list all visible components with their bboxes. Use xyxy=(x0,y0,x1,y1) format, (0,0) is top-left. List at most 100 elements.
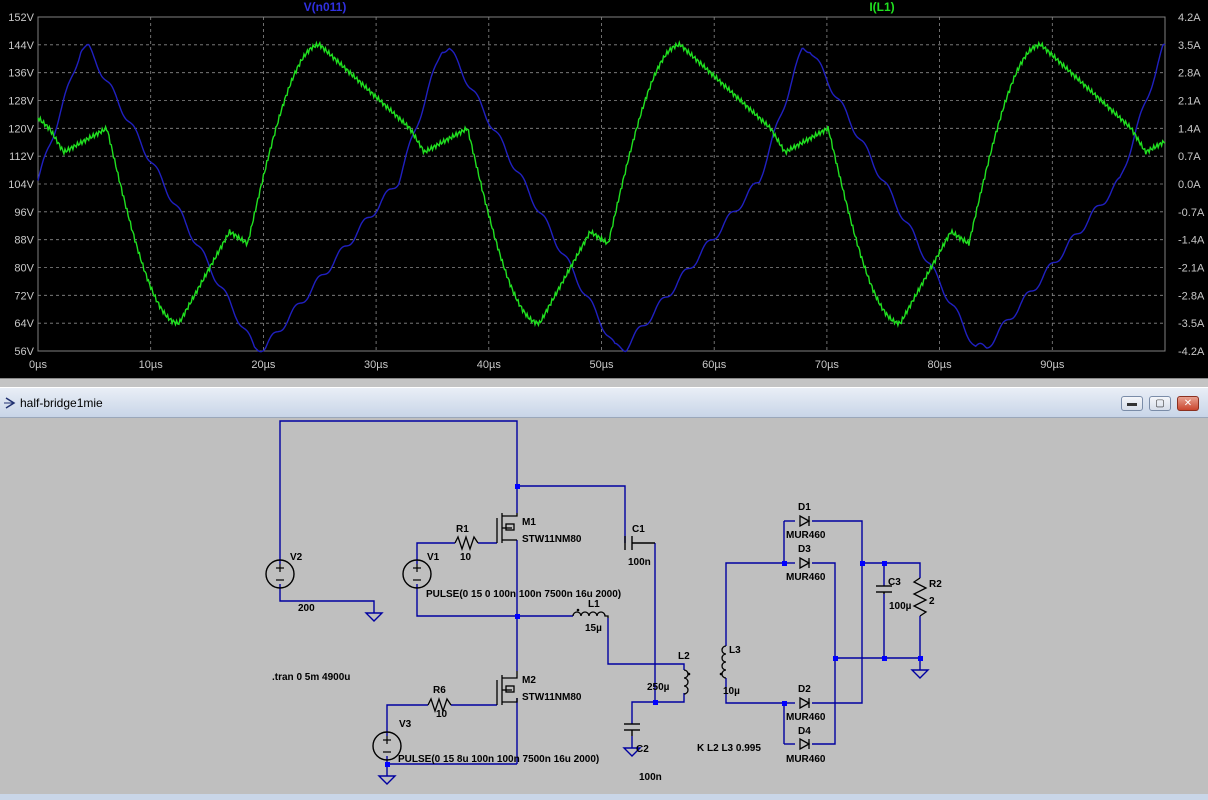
m1-name[interactable]: M1 xyxy=(522,517,536,528)
left-tick-label: 88V xyxy=(14,235,34,247)
coupling-directive[interactable]: K L2 L3 0.995 xyxy=(697,743,761,754)
left-tick-label: 152V xyxy=(8,12,34,24)
right-tick-label: -4.2A xyxy=(1178,346,1205,358)
left-axis-ticks: 152V144V136V128V120V112V104V96V88V80V72V… xyxy=(8,12,34,358)
v1-name[interactable]: V1 xyxy=(427,552,440,563)
x-tick-label: 80µs xyxy=(928,359,953,371)
d4-value[interactable]: MUR460 xyxy=(786,754,826,765)
l3-name[interactable]: L3 xyxy=(729,645,741,656)
v2-value[interactable]: 200 xyxy=(298,603,315,614)
r1-name[interactable]: R1 xyxy=(456,524,469,535)
d1-name[interactable]: D1 xyxy=(798,502,811,513)
right-tick-label: -2.8A xyxy=(1178,290,1205,302)
trace-i-l1 xyxy=(37,39,1166,328)
left-tick-label: 56V xyxy=(14,346,34,358)
legend-v-n011[interactable]: V(n011) xyxy=(304,0,347,14)
m1-value[interactable]: STW11NM80 xyxy=(522,534,582,545)
r6-name[interactable]: R6 xyxy=(433,685,446,696)
d1-value[interactable]: MUR460 xyxy=(786,530,826,541)
ground-symbols xyxy=(364,612,930,785)
r2-name[interactable]: R2 xyxy=(929,579,942,590)
right-tick-label: -3.5A xyxy=(1178,318,1205,330)
x-tick-label: 70µs xyxy=(815,359,840,371)
close-button[interactable]: ✕ xyxy=(1177,396,1199,411)
left-tick-label: 96V xyxy=(14,207,34,219)
d3-value[interactable]: MUR460 xyxy=(786,572,826,583)
x-tick-label: 60µs xyxy=(702,359,727,371)
d4-name[interactable]: D4 xyxy=(798,726,811,737)
right-tick-label: -0.7A xyxy=(1178,207,1205,219)
tran-directive[interactable]: .tran 0 5m 4900u xyxy=(272,672,350,683)
plot-grid xyxy=(37,16,1166,352)
left-tick-label: 64V xyxy=(14,318,34,330)
left-tick-label: 80V xyxy=(14,263,34,275)
c1-value[interactable]: 100n xyxy=(628,557,651,568)
r6-value[interactable]: 10 xyxy=(436,709,448,720)
d2-value[interactable]: MUR460 xyxy=(786,712,826,723)
c2-value[interactable]: 100n xyxy=(639,772,662,783)
left-tick-label: 128V xyxy=(8,96,34,108)
pane-splitter[interactable] xyxy=(0,378,1208,388)
x-tick-label: 30µs xyxy=(364,359,389,371)
v3-name[interactable]: V3 xyxy=(399,719,412,730)
x-tick-label: 90µs xyxy=(1040,359,1065,371)
waveform-chart[interactable]: 152V144V136V128V120V112V104V96V88V80V72V… xyxy=(0,0,1208,378)
x-axis-ticks: 0µs 10µs 20µs 30µs 40µs 50µs 60µs 70µs 80µs 90µs xyxy=(29,359,1065,371)
x-tick-label: 40µs xyxy=(477,359,502,371)
junction-dots xyxy=(385,484,923,767)
right-tick-label: 2.8A xyxy=(1178,68,1201,80)
window-title: half-bridge1mie xyxy=(20,396,103,410)
right-tick-label: 3.5A xyxy=(1178,40,1201,52)
inductor-dots xyxy=(576,608,723,676)
x-tick-label: 50µs xyxy=(589,359,614,371)
left-tick-label: 104V xyxy=(8,179,34,191)
l2-value[interactable]: 250µ xyxy=(647,682,670,693)
r1-value[interactable]: 10 xyxy=(460,552,472,563)
schematic-canvas[interactable]: V2 200 V1 PULSE(0 15 0 100n 100n 7500n 1… xyxy=(0,418,1208,800)
l3-value[interactable]: 10µ xyxy=(723,686,740,697)
left-tick-label: 112V xyxy=(9,151,35,163)
left-tick-label: 144V xyxy=(8,40,34,52)
r2-value[interactable]: 2 xyxy=(929,596,935,607)
source-polarity-marks xyxy=(276,564,421,753)
wires xyxy=(279,420,921,776)
l2-name[interactable]: L2 xyxy=(678,651,690,662)
right-axis-ticks: 4.2A3.5A2.8A2.1A1.4A0.7A0.0A-0.7A-1.4A-2… xyxy=(1178,12,1205,358)
minimize-button[interactable]: ▬ xyxy=(1121,396,1143,411)
resistor-symbols xyxy=(427,534,928,714)
maximize-button[interactable]: ▢ xyxy=(1149,396,1171,411)
right-tick-label: 0.0A xyxy=(1178,179,1201,191)
x-tick-label: 20µs xyxy=(251,359,276,371)
c2-name[interactable]: C2 xyxy=(636,744,649,755)
x-tick-label: 0µs xyxy=(29,359,47,371)
schematic-icon xyxy=(4,397,16,409)
d3-name[interactable]: D3 xyxy=(798,544,811,555)
legend-i-l1[interactable]: I(L1) xyxy=(869,0,894,14)
right-tick-label: 2.1A xyxy=(1178,96,1201,108)
window-titlebar[interactable]: half-bridge1mie ▬ ▢ ✕ xyxy=(0,388,1208,418)
right-tick-label: 4.2A xyxy=(1178,12,1201,24)
diode-symbols xyxy=(799,514,811,751)
c1-name[interactable]: C1 xyxy=(632,524,645,535)
capacitor-symbols xyxy=(624,536,892,736)
l1-value[interactable]: 15µ xyxy=(585,623,602,634)
c3-name[interactable]: C3 xyxy=(888,577,901,588)
c3-value[interactable]: 100µ xyxy=(889,601,912,612)
m2-value[interactable]: STW11NM80 xyxy=(522,692,582,703)
left-tick-label: 72V xyxy=(14,290,34,302)
v1-value[interactable]: PULSE(0 15 0 100n 100n 7500n 16u 2000) xyxy=(426,589,621,600)
status-strip xyxy=(0,794,1208,800)
l1-name[interactable]: L1 xyxy=(588,599,600,610)
d2-name[interactable]: D2 xyxy=(798,684,811,695)
right-tick-label: -2.1A xyxy=(1178,263,1205,275)
mosfet-symbols xyxy=(496,513,518,705)
trace-v-n011 xyxy=(37,43,1166,353)
right-tick-label: 1.4A xyxy=(1178,123,1201,135)
v3-value[interactable]: PULSE(0 15 8u 100n 100n 7500n 16u 2000) xyxy=(398,754,599,765)
m2-name[interactable]: M2 xyxy=(522,675,536,686)
v2-name[interactable]: V2 xyxy=(290,552,303,563)
left-tick-label: 136V xyxy=(8,68,34,80)
x-tick-label: 10µs xyxy=(139,359,164,371)
schematic-window[interactable]: half-bridge1mie ▬ ▢ ✕ xyxy=(0,388,1208,800)
